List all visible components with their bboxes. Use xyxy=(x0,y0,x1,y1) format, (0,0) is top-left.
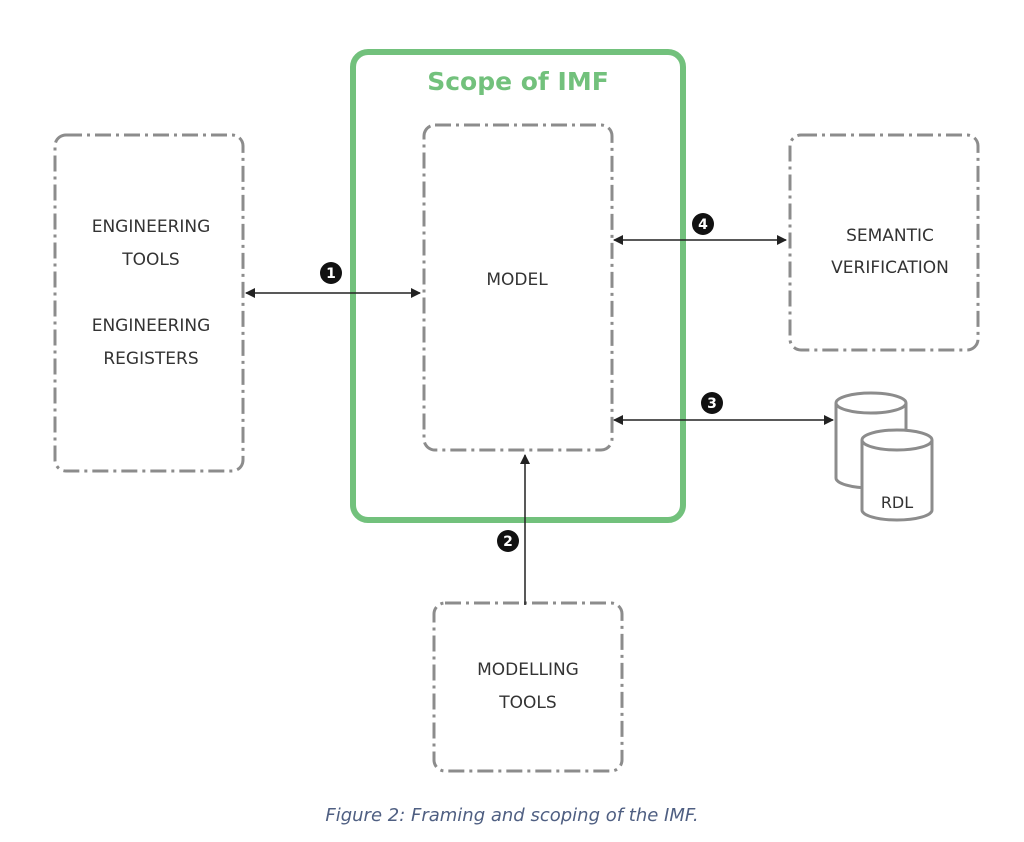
engineering-registers-line2: REGISTERS xyxy=(103,349,198,369)
svg-text:4: 4 xyxy=(698,217,708,233)
figure-caption: Figure 2: Framing and scoping of the IMF… xyxy=(325,805,699,826)
rdl-label: RDL xyxy=(881,493,913,512)
model-label: MODEL xyxy=(486,270,548,290)
svg-text:3: 3 xyxy=(707,396,717,412)
scope-title: Scope of IMF xyxy=(427,67,609,96)
modelling-line1: MODELLING xyxy=(477,660,579,680)
semantic-line2: VERIFICATION xyxy=(831,258,949,278)
engineering-tools-line2: TOOLS xyxy=(121,250,179,270)
engineering-tools-line1: ENGINEERING xyxy=(92,217,211,237)
semantic-line1: SEMANTIC xyxy=(846,226,934,246)
engineering-registers-line1: ENGINEERING xyxy=(92,316,211,336)
scope-of-imf-box xyxy=(350,49,686,523)
model-box: MODEL xyxy=(422,123,614,452)
marker-3: 3 xyxy=(701,392,723,414)
marker-1: 1 xyxy=(320,262,342,284)
marker-2: 2 xyxy=(497,530,519,552)
modelling-tools-box: MODELLING TOOLS xyxy=(432,601,624,773)
semantic-verification-box: SEMANTIC VERIFICATION xyxy=(788,133,980,352)
marker-4: 4 xyxy=(692,213,714,235)
rdl-database-icon: RDL xyxy=(834,391,934,522)
engineering-box: ENGINEERING TOOLS ENGINEERING REGISTERS xyxy=(53,133,245,473)
svg-text:1: 1 xyxy=(326,266,336,282)
modelling-line2: TOOLS xyxy=(498,693,556,713)
svg-text:2: 2 xyxy=(503,534,513,550)
